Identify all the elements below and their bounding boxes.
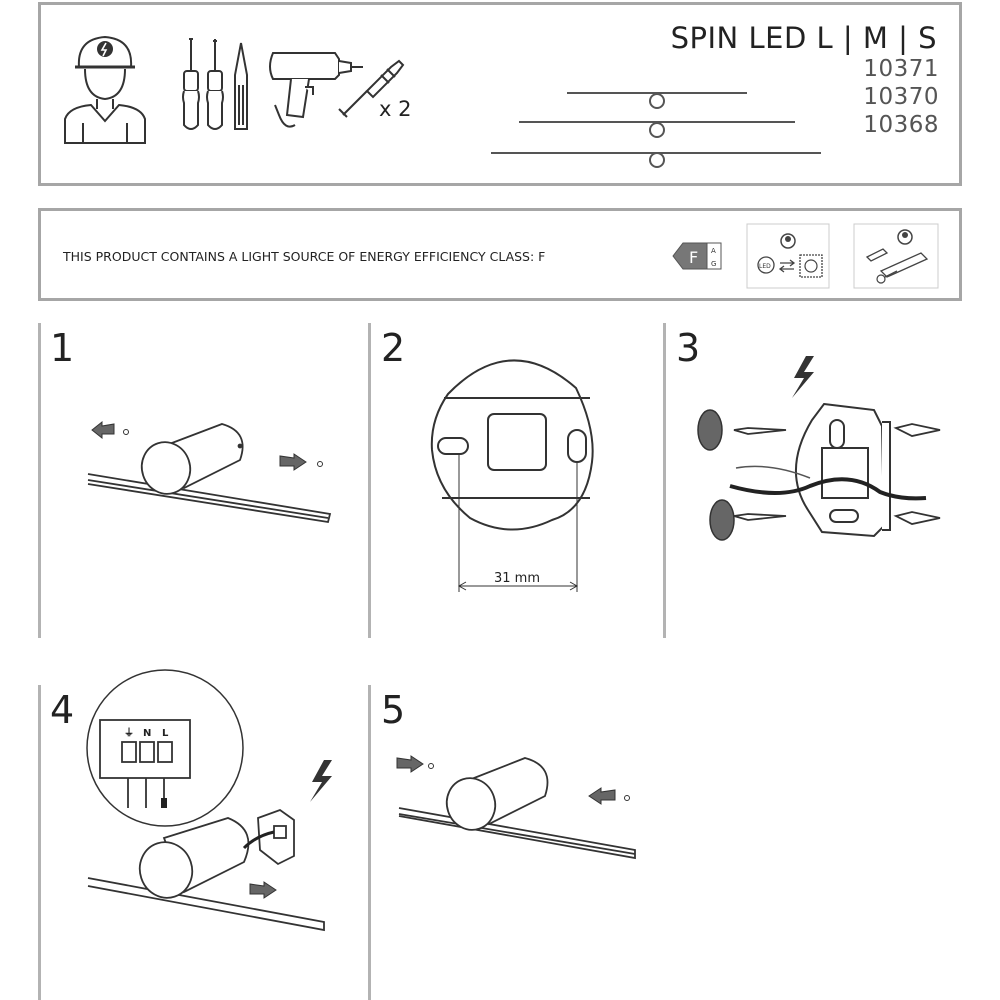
energy-scale-top: A xyxy=(711,247,716,255)
step-number: 2 xyxy=(381,326,406,370)
drill-icon xyxy=(269,52,363,128)
energy-class-letter: F xyxy=(689,248,698,267)
step-divider xyxy=(368,323,371,638)
led-replaceable-icon: LED xyxy=(746,223,830,289)
energy-label-icon: F A G xyxy=(672,242,722,270)
step-5-illustration xyxy=(396,755,636,860)
lamp-size-diagram xyxy=(491,92,821,168)
arrow-right-icon xyxy=(396,755,424,773)
energy-statement: THIS PRODUCT CONTAINS A LIGHT SOURCE OF … xyxy=(63,249,546,264)
step-2-mounting-plate: 31 mm xyxy=(430,359,594,592)
step-divider xyxy=(368,685,371,1000)
step-1-illustration xyxy=(87,420,332,524)
led-label: LED xyxy=(759,263,771,270)
arrow-left-icon xyxy=(588,787,616,805)
lightning-icon xyxy=(310,760,332,802)
product-title: SPIN LED L | M | S xyxy=(670,21,937,55)
product-code: 10371 xyxy=(863,56,939,82)
step-number: 1 xyxy=(50,326,75,370)
step-divider xyxy=(38,323,41,638)
screwdriver-icon xyxy=(182,38,248,130)
step-number: 4 xyxy=(50,688,75,732)
terminal-label: N xyxy=(143,728,151,739)
arrow-right-icon xyxy=(279,453,307,471)
arrow-right-icon xyxy=(249,881,277,899)
header-panel: x 2 SPIN LED L | M | S 10371 10370 10368 xyxy=(38,2,962,186)
step-number: 3 xyxy=(676,326,701,370)
earth-terminal: ⏚ xyxy=(124,727,134,739)
lightning-icon xyxy=(792,356,814,398)
screwdriver-rotate-icon xyxy=(697,409,735,541)
arrow-left-icon xyxy=(91,420,115,440)
electrician-icon xyxy=(64,35,146,144)
step-3-illustration xyxy=(697,356,941,541)
terminal-label: L xyxy=(162,728,169,739)
product-code: 10368 xyxy=(863,112,939,138)
step-divider xyxy=(663,323,666,638)
energy-scale-bottom: G xyxy=(711,260,716,268)
quantity-label: x 2 xyxy=(379,97,412,121)
product-code: 10370 xyxy=(863,84,939,110)
energy-panel: THIS PRODUCT CONTAINS A LIGHT SOURCE OF … xyxy=(38,208,962,301)
step-4-illustration: ⏚ N L xyxy=(86,669,332,932)
professional-replacement-icon xyxy=(853,223,939,289)
step-divider xyxy=(38,685,41,1000)
dimension-label: 31 mm xyxy=(494,571,540,586)
wall-plug-icon xyxy=(338,59,405,118)
step-number: 5 xyxy=(381,688,406,732)
